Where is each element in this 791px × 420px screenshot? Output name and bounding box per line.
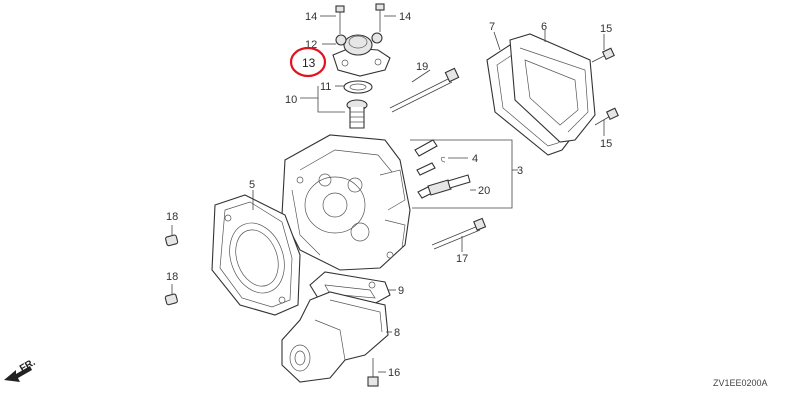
thermostat-10 <box>346 99 368 129</box>
callout-7: 7 <box>489 21 495 33</box>
spark-plug-20 <box>417 174 471 199</box>
callout-20: 20 <box>478 185 490 197</box>
intake-manifold-8 <box>281 291 389 383</box>
callout-18-lower: 18 <box>166 271 178 283</box>
long-bolt-19 <box>389 67 460 113</box>
bolt-17 <box>431 217 487 250</box>
callout-6: 6 <box>541 21 547 33</box>
diagram-code: ZV1EE0200A <box>713 378 768 388</box>
callout-10: 10 <box>285 94 297 106</box>
cylinder-head <box>281 134 411 271</box>
callout-13[interactable]: 13 <box>302 56 316 70</box>
rocker-cover <box>509 33 596 143</box>
bolt-15-upper <box>591 47 615 63</box>
thermostat-cover <box>332 32 391 77</box>
valve-parts-4 <box>414 139 446 176</box>
callout-9: 9 <box>398 285 404 297</box>
callout-15-lower: 15 <box>600 138 612 150</box>
bolt-14-right <box>375 3 385 32</box>
callout-11: 11 <box>320 81 331 93</box>
callout-5: 5 <box>249 179 255 191</box>
callout-8: 8 <box>394 327 400 339</box>
bolt-16 <box>367 358 379 387</box>
highlight-circle <box>289 46 327 78</box>
callout-16: 16 <box>388 367 400 379</box>
direction-label: FR. <box>18 357 38 375</box>
callout-18-upper: 18 <box>166 211 178 223</box>
bolt-14-left <box>335 5 345 34</box>
head-gasket <box>211 194 301 316</box>
o-ring-11 <box>343 80 373 94</box>
callout-4: 4 <box>472 153 478 165</box>
callout-14-right: 14 <box>399 11 411 23</box>
front-direction-arrow-icon <box>4 366 32 382</box>
dowel-pin-18-lower <box>164 293 178 306</box>
dowel-pin-18-upper <box>165 234 179 247</box>
leader-lines <box>171 15 605 373</box>
callout-19: 19 <box>416 61 428 73</box>
callout-14-left: 14 <box>305 11 317 23</box>
callout-3: 3 <box>517 165 523 177</box>
callout-15-upper: 15 <box>600 23 612 35</box>
bolt-15-lower <box>594 107 619 126</box>
callout-17: 17 <box>456 253 468 265</box>
